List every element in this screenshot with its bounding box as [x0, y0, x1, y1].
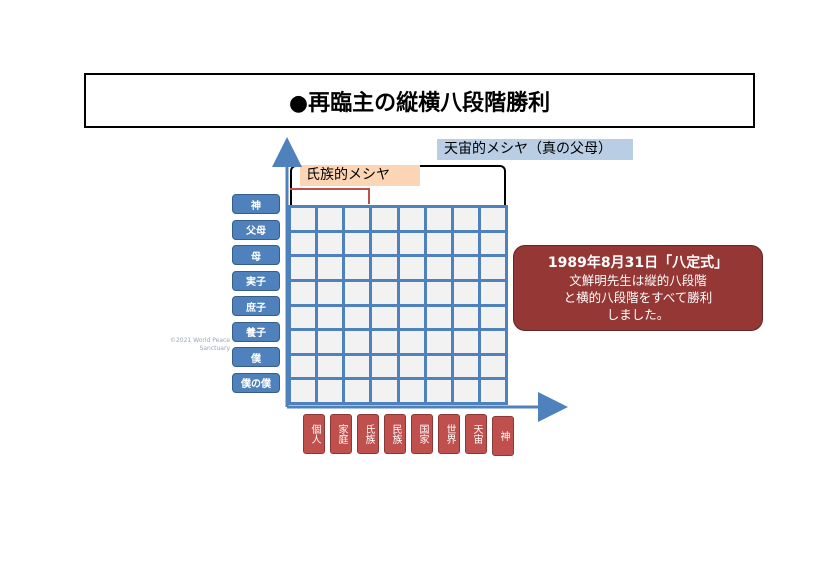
grid-cell [480, 380, 505, 402]
grid-cell [453, 232, 478, 255]
y-label: 僕 [232, 347, 280, 367]
x-label: 氏族 [357, 414, 379, 454]
grid-cell [291, 208, 316, 230]
grid-cell [291, 355, 316, 378]
grid-cell [291, 331, 316, 353]
grid-cell [318, 380, 343, 402]
grid-cell [372, 281, 397, 304]
grid-cell [426, 208, 451, 230]
grid-cell [480, 257, 505, 279]
grid-cell [291, 232, 316, 255]
callout-line-4: しました。 [606, 307, 670, 322]
grid-cell [453, 331, 478, 353]
grid-cell [480, 355, 505, 378]
eight-stage-grid [288, 205, 508, 405]
grid-cell [480, 331, 505, 353]
grid-cell [399, 331, 424, 353]
grid-cell [345, 380, 370, 402]
grid-cell [426, 306, 451, 329]
grid-cell [318, 355, 343, 378]
grid-cell [318, 232, 343, 255]
grid-cell [453, 208, 478, 230]
grid-cell [372, 380, 397, 402]
grid-cell [399, 208, 424, 230]
grid-cell [372, 208, 397, 230]
grid-cell [480, 232, 505, 255]
grid-cell [453, 281, 478, 304]
x-label: 国家 [411, 414, 433, 454]
grid-cell [318, 281, 343, 304]
grid-cell [426, 355, 451, 378]
grid-cell [345, 355, 370, 378]
y-label: 実子 [232, 270, 280, 291]
grid-cell [426, 331, 451, 353]
grid-cell [480, 281, 505, 304]
y-label: 母 [232, 245, 280, 265]
grid-cell [399, 257, 424, 279]
grid-cell [291, 306, 316, 329]
grid-cell [453, 355, 478, 378]
cosmic-messiah-label: 天宙的メシヤ（真の父母） [437, 139, 633, 160]
x-label: 天宙 [465, 414, 487, 454]
y-label: 父母 [232, 219, 280, 240]
grid-cell [291, 281, 316, 304]
x-label: 神 [492, 416, 514, 456]
grid-cell [372, 355, 397, 378]
grid-cell [453, 380, 478, 402]
y-label: 養子 [232, 321, 280, 342]
grid-cell [372, 232, 397, 255]
tribal-messiah-label: 氏族的メシヤ [300, 165, 420, 186]
page-title: ●再臨主の縦横八段階勝利 [84, 73, 755, 128]
grid-cell [345, 331, 370, 353]
callout-heading: 1989年8月31日「八定式」 [547, 255, 729, 271]
grid-cell [345, 306, 370, 329]
grid-cell [291, 257, 316, 279]
grid-cell [318, 257, 343, 279]
grid-cell [480, 306, 505, 329]
y-label: 神 [232, 194, 280, 214]
grid-cell [345, 208, 370, 230]
watermark-line-1: ©2021 World Peace [169, 337, 230, 344]
watermark-line-2: Sanctuary [199, 345, 230, 352]
grid-cell [345, 281, 370, 304]
grid-cell [399, 232, 424, 255]
callout-line-3: と横的八段階をすべて勝利 [563, 290, 713, 305]
callout-line-2: 文鮮明先生は縦的八段階 [569, 273, 707, 288]
x-label: 民族 [384, 414, 406, 454]
grid-cell [399, 355, 424, 378]
y-label: 庶子 [232, 296, 280, 316]
grid-cell [399, 380, 424, 402]
y-label: 僕の僕 [232, 372, 280, 393]
grid-cell [372, 257, 397, 279]
grid-cell [372, 331, 397, 353]
copyright-watermark: ©2021 World Peace Sanctuary [168, 337, 230, 353]
grid-cell [480, 208, 505, 230]
grid-cell [399, 306, 424, 329]
x-label: 家庭 [330, 414, 352, 454]
grid-cell [291, 380, 316, 402]
grid-cell [345, 257, 370, 279]
grid-cell [453, 257, 478, 279]
x-label: 世界 [438, 414, 460, 454]
grid-cell [399, 281, 424, 304]
tribal-level-marker [290, 188, 370, 204]
grid-cell [318, 208, 343, 230]
grid-cell [426, 281, 451, 304]
grid-cell [318, 331, 343, 353]
grid-cell [318, 306, 343, 329]
grid-cell [426, 257, 451, 279]
grid-cell [453, 306, 478, 329]
grid-cell [426, 380, 451, 402]
grid-cell [426, 232, 451, 255]
eight-stage-ceremony-callout: 1989年8月31日「八定式」 文鮮明先生は縦的八段階 と横的八段階をすべて勝利… [513, 245, 763, 331]
grid-cell [372, 306, 397, 329]
grid-cell [345, 232, 370, 255]
x-label: 個人 [303, 414, 325, 454]
